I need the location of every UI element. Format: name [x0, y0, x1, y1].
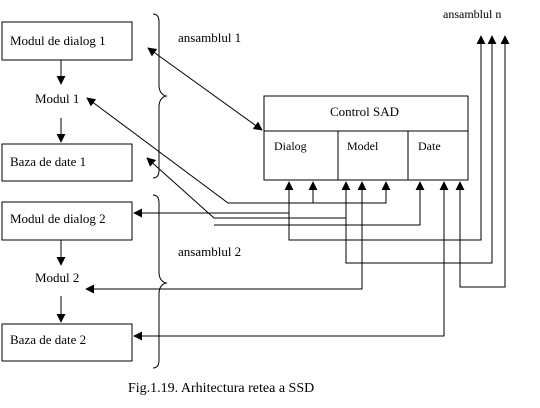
modul-dialog-1-label: Modul de dialog 1 — [10, 33, 106, 48]
modul-1-label: Modul 1 — [35, 91, 79, 106]
brace-ansamblul-1 — [152, 13, 168, 179]
brace-ansamblul-2 — [152, 194, 168, 369]
control-dialog-cell: Dialog — [274, 139, 307, 153]
ansamblul-2-label: ansamblul 2 — [178, 244, 241, 259]
ansamblul-n-label: ansamblul n — [443, 7, 501, 21]
connections-ansamblul-n — [288, 35, 510, 288]
modul-dialog-1-box — [1, 21, 133, 61]
control-model-cell: Model — [347, 139, 379, 153]
baza-date-2-label: Baza de date 2 — [10, 332, 86, 347]
control-sad-title: Control SAD — [330, 104, 399, 119]
ansamblul-1-label: ansamblul 1 — [178, 30, 241, 45]
control-date-cell: Date — [418, 139, 441, 153]
baza-date-1-label: Baza de date 1 — [10, 154, 86, 169]
modul-2-label: Modul 2 — [35, 270, 79, 285]
baza-date-2-box — [1, 323, 133, 362]
figure-caption: Fig.1.19. Arhitectura retea a SSD — [128, 381, 314, 396]
connections-ansamblul-2 — [85, 181, 449, 341]
modul-dialog-2-label: Modul de dialog 2 — [10, 211, 106, 226]
